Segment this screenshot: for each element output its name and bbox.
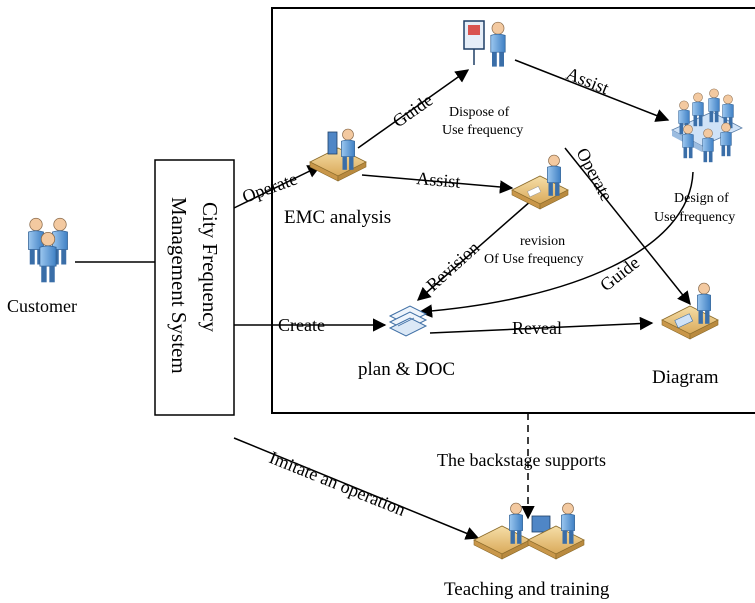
- emc-label: EMC analysis: [284, 207, 391, 228]
- edge-assist-design: [514, 59, 670, 122]
- edge-revision-plan: [416, 199, 533, 301]
- training-icon: [473, 502, 585, 560]
- label-create: Create: [278, 315, 325, 335]
- dispose-label-line1: Dispose of: [449, 105, 510, 120]
- documents-icon: [388, 305, 428, 337]
- people-group-icon: [27, 217, 69, 283]
- edge-assist-revision: [361, 174, 514, 194]
- revision-label-line1: revision: [520, 234, 565, 249]
- dispose-label-line2: Use frequency: [442, 123, 523, 138]
- label-guide-dispose: Guide: [389, 90, 437, 132]
- system-label-line1: City Frequency: [198, 202, 222, 333]
- system-label-line2: Management System: [167, 197, 191, 374]
- plan-label: plan & DOC: [358, 359, 455, 380]
- edge-imitate: [233, 437, 480, 540]
- design-label-line2: Use frequency: [654, 210, 735, 225]
- diagram-label: Diagram: [652, 367, 719, 388]
- label-revision-plan: Revision: [422, 237, 483, 295]
- backstage-label: The backstage supports: [437, 450, 606, 470]
- system-box: [154, 159, 235, 416]
- label-assist-revision: Assist: [416, 168, 462, 192]
- teaching-label: Teaching and training: [444, 579, 610, 600]
- label-assist-design: Assist: [564, 63, 612, 98]
- presenter-icon: [463, 20, 506, 68]
- design-label-line1: Design of: [674, 191, 729, 206]
- edge-operate-diagram: [564, 147, 691, 306]
- label-reveal: Reveal: [512, 318, 562, 338]
- label-operate-system: Operate: [240, 168, 300, 206]
- customer-label: Customer: [7, 296, 77, 316]
- desk-analyst-icon: [661, 282, 719, 340]
- main-frame: [271, 7, 755, 414]
- label-operate-diagram: Operate: [572, 144, 616, 204]
- edge-guide-dispose: [357, 69, 470, 149]
- label-imitate: Imitate an operation: [267, 447, 409, 520]
- meeting-icon: [671, 88, 743, 163]
- edge-guide-plan: [418, 171, 694, 318]
- edge-operate-system: [233, 165, 322, 209]
- edge-reveal: [429, 316, 654, 334]
- label-guide-plan: Guide: [596, 252, 643, 295]
- desk-writer-icon: [511, 154, 569, 210]
- computer-user-icon: [309, 128, 367, 182]
- revision-label-line2: Of Use frequency: [484, 252, 584, 267]
